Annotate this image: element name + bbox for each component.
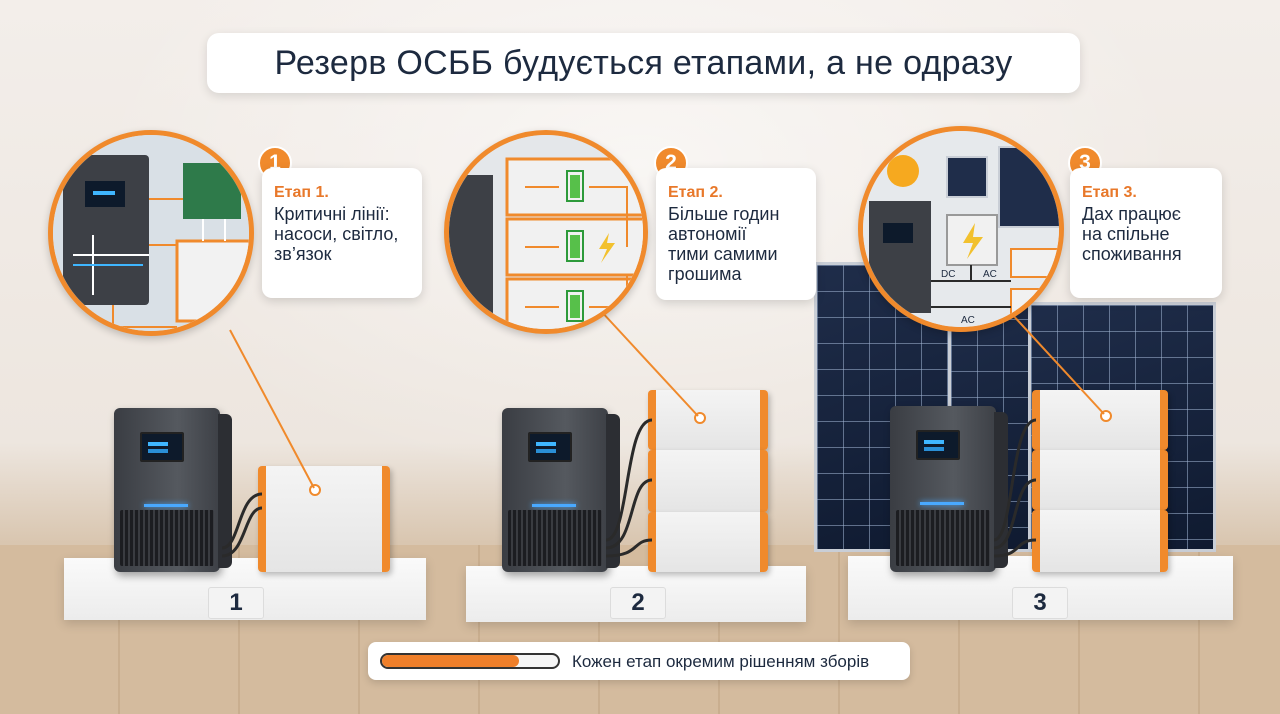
stage-3-plate: 3: [1012, 587, 1068, 619]
stage-3-title: Етап 3.: [1082, 184, 1137, 201]
stage-3-line-3: споживання: [1082, 244, 1182, 264]
ac-line-label: AC: [961, 315, 975, 326]
lightning-icon: [599, 233, 615, 263]
wiring-diagram: [53, 135, 249, 331]
progress-bar: [380, 653, 560, 669]
stage-1-title: Етап 1.: [274, 184, 329, 201]
stage-3-card: Етап 3. Дах працює на спільне споживання: [1070, 168, 1222, 298]
stage-2-card: Етап 2. Більше годин автономії тими сами…: [656, 168, 816, 300]
callout-anchor-2: [694, 412, 706, 424]
battery-stage-3-top: [1032, 390, 1168, 450]
battery-icon: [566, 170, 584, 322]
stage-2-line-4: грошима: [668, 264, 742, 284]
progress-label: Кожен етап окремим рішенням зборів: [572, 652, 870, 671]
title-card: Резерв ОСББ будується етапами, а не одра…: [207, 33, 1080, 93]
solar-system-diagram: DC AC AC: [863, 131, 1059, 327]
stage-2-line-1: Більше годин: [668, 204, 780, 224]
ac-out-label: AC: [983, 269, 997, 280]
stage-1-card: Етап 1. Критичні лінії: насоси, світло, …: [262, 168, 422, 298]
detail-circle-stage-3: DC AC AC: [858, 126, 1064, 332]
battery-stage-3-middle: [1032, 450, 1168, 510]
page-title: Резерв ОСББ будується етапами, а не одра…: [274, 43, 1013, 82]
stage-2-title: Етап 2.: [668, 184, 723, 201]
battery-stage-2-top: [648, 390, 768, 450]
callout-anchor-1: [309, 484, 321, 496]
detail-circle-stage-1: [48, 130, 254, 336]
stage-2-plate: 2: [610, 587, 666, 619]
progress-card: Кожен етап окремим рішенням зборів: [368, 642, 910, 680]
stage-1-line-1: Критичні лінії:: [274, 204, 390, 224]
inverter-screen-icon: [916, 430, 960, 460]
inverter-stage-1: [114, 408, 232, 572]
stage-3-line-2: на спільне: [1082, 224, 1170, 244]
inverter-screen-icon: [528, 432, 572, 462]
battery-stage-3-bottom: [1032, 510, 1168, 572]
dc-label: DC: [941, 269, 955, 280]
inverter-stage-2: [502, 408, 620, 572]
sun-icon: [887, 155, 919, 187]
inverter-screen-icon: [140, 432, 184, 462]
battery-stage-1: [258, 466, 390, 572]
stage-1-plate: 1: [208, 587, 264, 619]
detail-circle-stage-2: [444, 130, 648, 334]
stage-3-line-1: Дах працює: [1082, 204, 1181, 224]
stage-1-line-2: насоси, світло,: [274, 224, 399, 244]
stage-2-line-3: тими самими: [668, 244, 778, 264]
battery-stage-2-middle: [648, 450, 768, 512]
lightning-icon: [963, 223, 983, 259]
stage-1-line-3: зв’язок: [274, 244, 332, 264]
stage-2-line-2: автономії: [668, 224, 747, 244]
progress-fill: [382, 655, 520, 667]
solar-panel-icon: [946, 156, 988, 198]
callout-anchor-3: [1100, 410, 1112, 422]
battery-stage-2-bottom: [648, 512, 768, 572]
inverter-stage-3: [890, 406, 1008, 572]
